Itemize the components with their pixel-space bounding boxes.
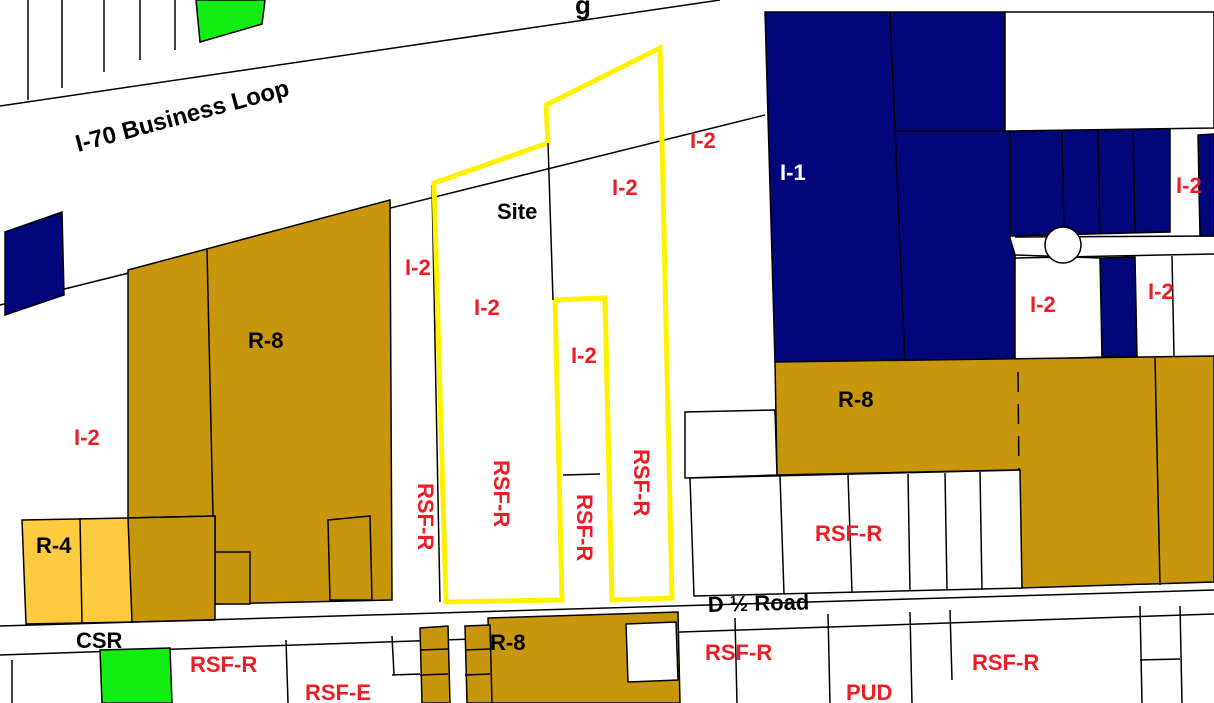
zone-label-i1: I-1 [780,160,806,185]
zone-label-i2: I-2 [405,255,431,280]
zone-label-pud: PUD [846,680,892,703]
map-title-fragment: g [575,0,591,20]
zone-label-r4: R-4 [36,533,72,558]
zone-label-rsfr: RSF-R [489,460,514,527]
i1-block-east [764,11,1214,363]
zone-label-rsfe: RSF-E [305,680,371,703]
zone-label-rsfr: RSF-R [572,494,597,561]
zone-labels: I-2 I-2 I-2 I-1 I-2 I-2 I-2 I-2 R-8 I-2 … [36,128,1202,703]
zone-label-r8: R-8 [248,328,283,353]
d-half-road-north-edge [0,589,1214,627]
zone-label-i2: I-2 [571,343,597,368]
site-label: Site [497,199,537,224]
north-lots [27,0,266,100]
zone-label-rsfr: RSF-R [190,652,257,677]
zone-label-i2: I-2 [612,175,638,200]
zone-label-rsfr: RSF-R [972,650,1039,675]
i1-parcel-west [4,210,65,317]
business-loop-north-edge [0,0,721,107]
site-outline [431,43,675,605]
zone-label-rsfr: RSF-R [413,483,438,550]
zone-label-rsfr: RSF-R [629,449,654,516]
zone-label-r8: R-8 [838,387,873,412]
zone-label-csr: CSR [76,628,123,653]
zone-label-rsfr: RSF-R [815,521,882,546]
zone-label-i2: I-2 [1176,173,1202,198]
csr-parcel-south [99,647,173,703]
rsfr-lots-east [684,409,1023,597]
csr-parcel-north [195,0,266,43]
zone-label-i2: I-2 [690,128,716,153]
zone-label-rsfr: RSF-R [705,640,772,665]
south-lots [11,605,1183,703]
zone-label-i2: I-2 [1030,292,1056,317]
d-half-road-label: D ½ Road [707,589,809,617]
zone-label-r8: R-8 [490,630,525,655]
zone-label-i2: I-2 [474,295,500,320]
zone-label-i2: I-2 [1148,279,1174,304]
zone-label-i2: I-2 [74,425,100,450]
